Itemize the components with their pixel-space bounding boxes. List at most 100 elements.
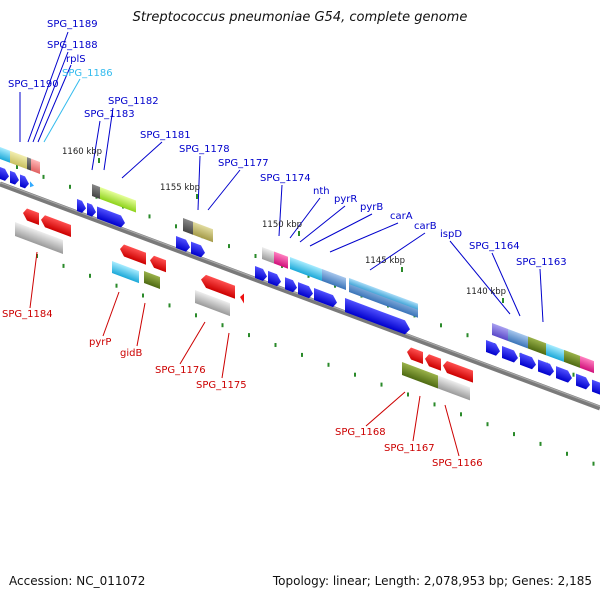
label-leader-line: [32, 51, 69, 143]
gene-block[interactable]: [183, 218, 213, 243]
label-leader-line: [197, 155, 201, 211]
gene-label[interactable]: rplS: [66, 54, 86, 65]
gene-label[interactable]: SPG_1176: [155, 365, 206, 376]
gene-label[interactable]: SPG_1175: [196, 380, 247, 391]
label-leader-line: [121, 141, 163, 179]
gene-label[interactable]: SPG_1189: [47, 19, 98, 30]
gene-label[interactable]: pyrR: [334, 194, 357, 205]
chromosome-backbone: [0, 181, 600, 411]
tick-dot: [460, 412, 462, 417]
reverse-arrow[interactable]: [120, 243, 166, 273]
label-leader-line: [102, 291, 120, 337]
gene-label[interactable]: gidB: [120, 348, 142, 359]
tick-dot: [115, 283, 118, 288]
gene-block[interactable]: [112, 261, 139, 284]
forward-arrow[interactable]: [255, 266, 337, 309]
scale-tick-mark: [401, 267, 403, 272]
label-leader-line: [103, 107, 114, 171]
reverse-arrow[interactable]: [407, 346, 473, 383]
gene-block[interactable]: [492, 323, 594, 374]
gene-label[interactable]: SPG_1178: [179, 144, 230, 155]
scale-tick-label: 1150 kbp: [262, 220, 302, 230]
forward-arrow[interactable]: [345, 298, 410, 336]
tick-dot: [572, 372, 575, 377]
reverse-arrow[interactable]: [201, 273, 235, 299]
gene-label[interactable]: SPG_1163: [516, 257, 567, 268]
label-leader-line: [29, 251, 38, 309]
scale-tick-mark: [298, 231, 300, 236]
tick-dot: [248, 333, 250, 338]
gene-label[interactable]: SPG_1164: [469, 241, 520, 252]
label-leader-line: [365, 391, 406, 427]
reverse-arrow[interactable]: [240, 292, 244, 304]
gene-block[interactable]: [290, 257, 346, 290]
gene-label[interactable]: SPG_1181: [140, 130, 191, 141]
tick-dot: [466, 333, 469, 338]
label-leader-line: [444, 404, 460, 457]
label-leader-line: [207, 169, 241, 211]
gene-block[interactable]: [349, 278, 418, 318]
reverse-arrow[interactable]: [23, 207, 71, 237]
tick-dot: [440, 323, 442, 328]
gene-label[interactable]: SPG_1168: [335, 427, 386, 438]
gene-block[interactable]: [262, 247, 288, 269]
gene-label[interactable]: pyrB: [360, 202, 383, 213]
gene-features: [0, 147, 600, 401]
label-leader-line: [299, 205, 346, 243]
label-leader-line: [136, 302, 146, 347]
gene-block[interactable]: [195, 290, 230, 317]
gene-label[interactable]: SPG_1186: [62, 68, 113, 79]
gene-label[interactable]: SPG_1182: [108, 96, 159, 107]
label-leader-line: [329, 222, 399, 253]
gene-label[interactable]: pyrP: [89, 337, 111, 348]
forward-arrow[interactable]: [77, 199, 125, 229]
tick-dot: [274, 343, 277, 347]
tick-dot: [433, 402, 436, 407]
tick-dot: [566, 451, 568, 456]
gene-label[interactable]: SPG_1174: [260, 173, 311, 184]
label-leader-line: [449, 240, 511, 315]
tick-dot: [148, 214, 151, 219]
gene-label[interactable]: nth: [313, 186, 330, 197]
label-leader-line: [539, 268, 544, 323]
tick-dot: [486, 422, 489, 427]
tick-dot: [228, 244, 230, 249]
forward-arrow[interactable]: [486, 340, 600, 396]
forward-arrow[interactable]: [0, 167, 34, 192]
tick-dot: [69, 184, 71, 189]
gene-block[interactable]: [92, 184, 136, 213]
scale-tick-label: 1145 kbp: [365, 256, 405, 266]
gene-label[interactable]: SPG_1183: [84, 109, 135, 120]
tick-dot: [175, 224, 177, 229]
gene-label[interactable]: carB: [414, 221, 437, 232]
gene-label[interactable]: carA: [390, 211, 413, 222]
label-leader-line: [91, 120, 101, 171]
label-leader-line: [369, 232, 426, 271]
tick-dot: [407, 392, 409, 397]
label-leader-line: [491, 252, 521, 317]
tick-dot: [42, 174, 45, 179]
gene-label[interactable]: ispD: [440, 229, 462, 240]
gene-label[interactable]: SPG_1177: [218, 158, 269, 169]
gene-block[interactable]: [144, 271, 160, 289]
label-leader-line: [37, 64, 72, 143]
gene-label[interactable]: SPG_1166: [432, 458, 483, 469]
gene-label[interactable]: SPG_1188: [47, 40, 98, 51]
scale-tick-label: 1155 kbp: [160, 183, 200, 193]
tick-dot: [142, 293, 144, 298]
page-title: Streptococcus pneumoniae G54, complete g…: [132, 10, 468, 25]
gene-label[interactable]: SPG_1184: [2, 309, 53, 320]
gene-label[interactable]: SPG_1167: [384, 443, 435, 454]
tick-dot: [327, 362, 330, 367]
forward-arrow[interactable]: [176, 236, 205, 259]
gene-label[interactable]: SPG_1190: [8, 79, 59, 90]
gene-block[interactable]: [15, 222, 63, 254]
tick-dot: [354, 372, 356, 377]
tick-dot: [62, 263, 65, 268]
genome-summary-text: Topology: linear; Length: 2,078,953 bp; …: [272, 574, 592, 588]
label-leader-lines: [19, 31, 544, 457]
gene-block[interactable]: [0, 147, 40, 174]
gene-block[interactable]: [402, 362, 470, 401]
scale-tick-label: 1140 kbp: [466, 287, 506, 297]
